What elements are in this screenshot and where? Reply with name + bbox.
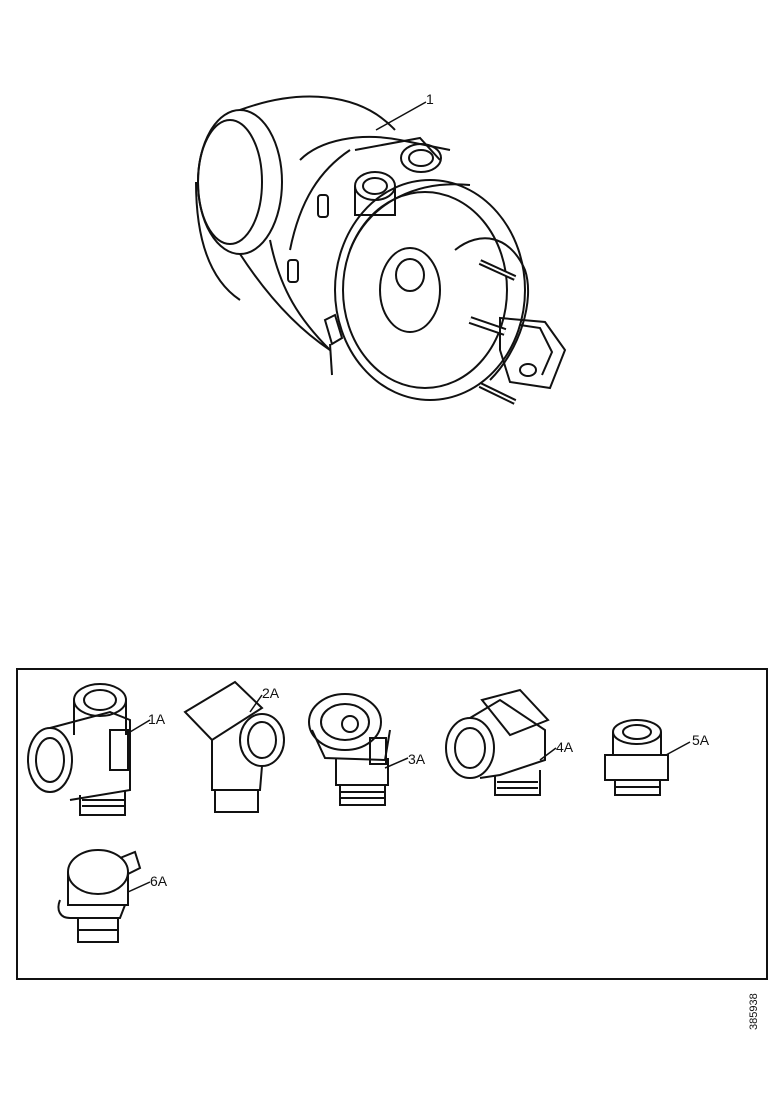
leader-line-5a (665, 741, 691, 756)
tee-fitting-icon (27, 683, 131, 816)
leader-line-1 (375, 101, 427, 131)
leader-line-1a (129, 719, 151, 733)
fitting-label-1a: 1A (148, 711, 166, 727)
swivel-banjo-fitting-icon (57, 849, 142, 943)
fitting-label-4a: 4A (556, 739, 574, 755)
angle-union-fitting-icon (445, 688, 550, 796)
fittings-panel (16, 668, 768, 980)
fitting-label-5a: 5A (692, 732, 710, 748)
straight-adapter-fitting-icon (604, 719, 669, 796)
part-label-1: 1 (426, 91, 434, 107)
angled-port-fitting-icon (308, 693, 391, 806)
fitting-label-6a: 6A (150, 873, 168, 889)
leader-line-3a (384, 757, 409, 769)
elbow-fitting-icon (183, 680, 285, 813)
leader-line-6a (127, 881, 151, 893)
document-number: 385938 (748, 993, 760, 1030)
leader-line-4a (539, 747, 557, 761)
leader-line-2a (249, 694, 263, 713)
fitting-label-2a: 2A (262, 685, 280, 701)
fitting-label-3a: 3A (408, 751, 426, 767)
spring-brake-chamber-icon (195, 95, 567, 405)
